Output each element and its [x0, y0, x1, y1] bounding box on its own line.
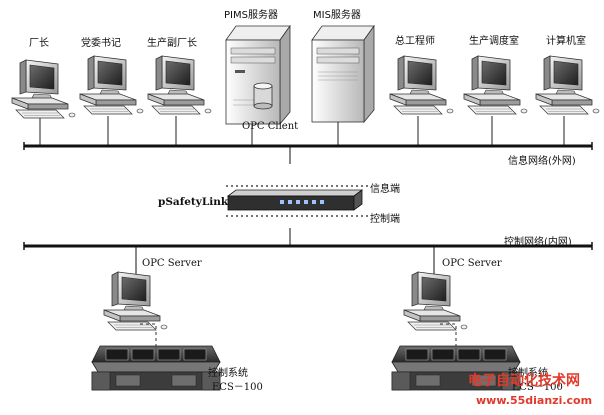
- label-control-network: 控制网络(内网): [504, 237, 572, 248]
- info-network-drops: [39, 116, 565, 146]
- label-opc-server-right: OPC Server: [442, 258, 502, 269]
- label-psafetylink: pSafetyLink: [158, 196, 229, 208]
- label-changzhang: 厂长: [29, 38, 49, 49]
- label-zonggongchengshi: 总工程师: [395, 36, 435, 47]
- label-shengchan-fuchangzhang: 生产副厂长: [147, 38, 197, 49]
- label-ecs-left-system: 控制系统: [208, 368, 248, 379]
- workstation-changzhang: [11, 59, 76, 119]
- workstation-diaodu: [463, 55, 528, 115]
- control-network-bus: [23, 228, 593, 278]
- pims-server: [225, 24, 291, 126]
- label-shengchan-diaoduishi: 生产调度室: [469, 36, 519, 47]
- mis-server: [311, 24, 375, 124]
- ecs-console-left: [91, 345, 221, 391]
- database-icon: [253, 82, 273, 110]
- label-dangwei-shuji: 党委书记: [81, 38, 121, 49]
- opc-server-right-computer: [403, 271, 468, 331]
- label-opc-client: OPC Client: [242, 121, 299, 132]
- workstation-fuchangzhang: [147, 55, 212, 115]
- label-info-port: 信息端: [370, 184, 400, 195]
- label-ecs-right-system: 控制系统: [508, 368, 548, 379]
- info-network-bus: [23, 142, 593, 164]
- workstation-zonggong: [389, 55, 454, 115]
- console-links: [140, 323, 457, 346]
- workstation-jisuanji: [535, 55, 600, 115]
- watermark-site-name: 电子自动化技术网: [468, 373, 580, 389]
- label-mis-server: MIS服务器: [313, 10, 361, 21]
- label-ecs-left-model: ECS－100: [212, 382, 263, 393]
- psafetylink-device: [226, 185, 368, 217]
- label-control-port: 控制端: [370, 214, 400, 225]
- label-info-network: 信息网络(外网): [508, 156, 576, 167]
- opc-server-left-computer: [103, 271, 168, 331]
- watermark-url: www.55dianzi.com: [476, 394, 593, 407]
- label-pims-server: PIMS服务器: [224, 10, 278, 21]
- workstation-dangwei: [79, 55, 144, 115]
- label-opc-server-left: OPC Server: [142, 258, 202, 269]
- label-jisuanjishi: 计算机室: [546, 36, 586, 47]
- label-ecs-right-model: ECS－100: [512, 382, 563, 393]
